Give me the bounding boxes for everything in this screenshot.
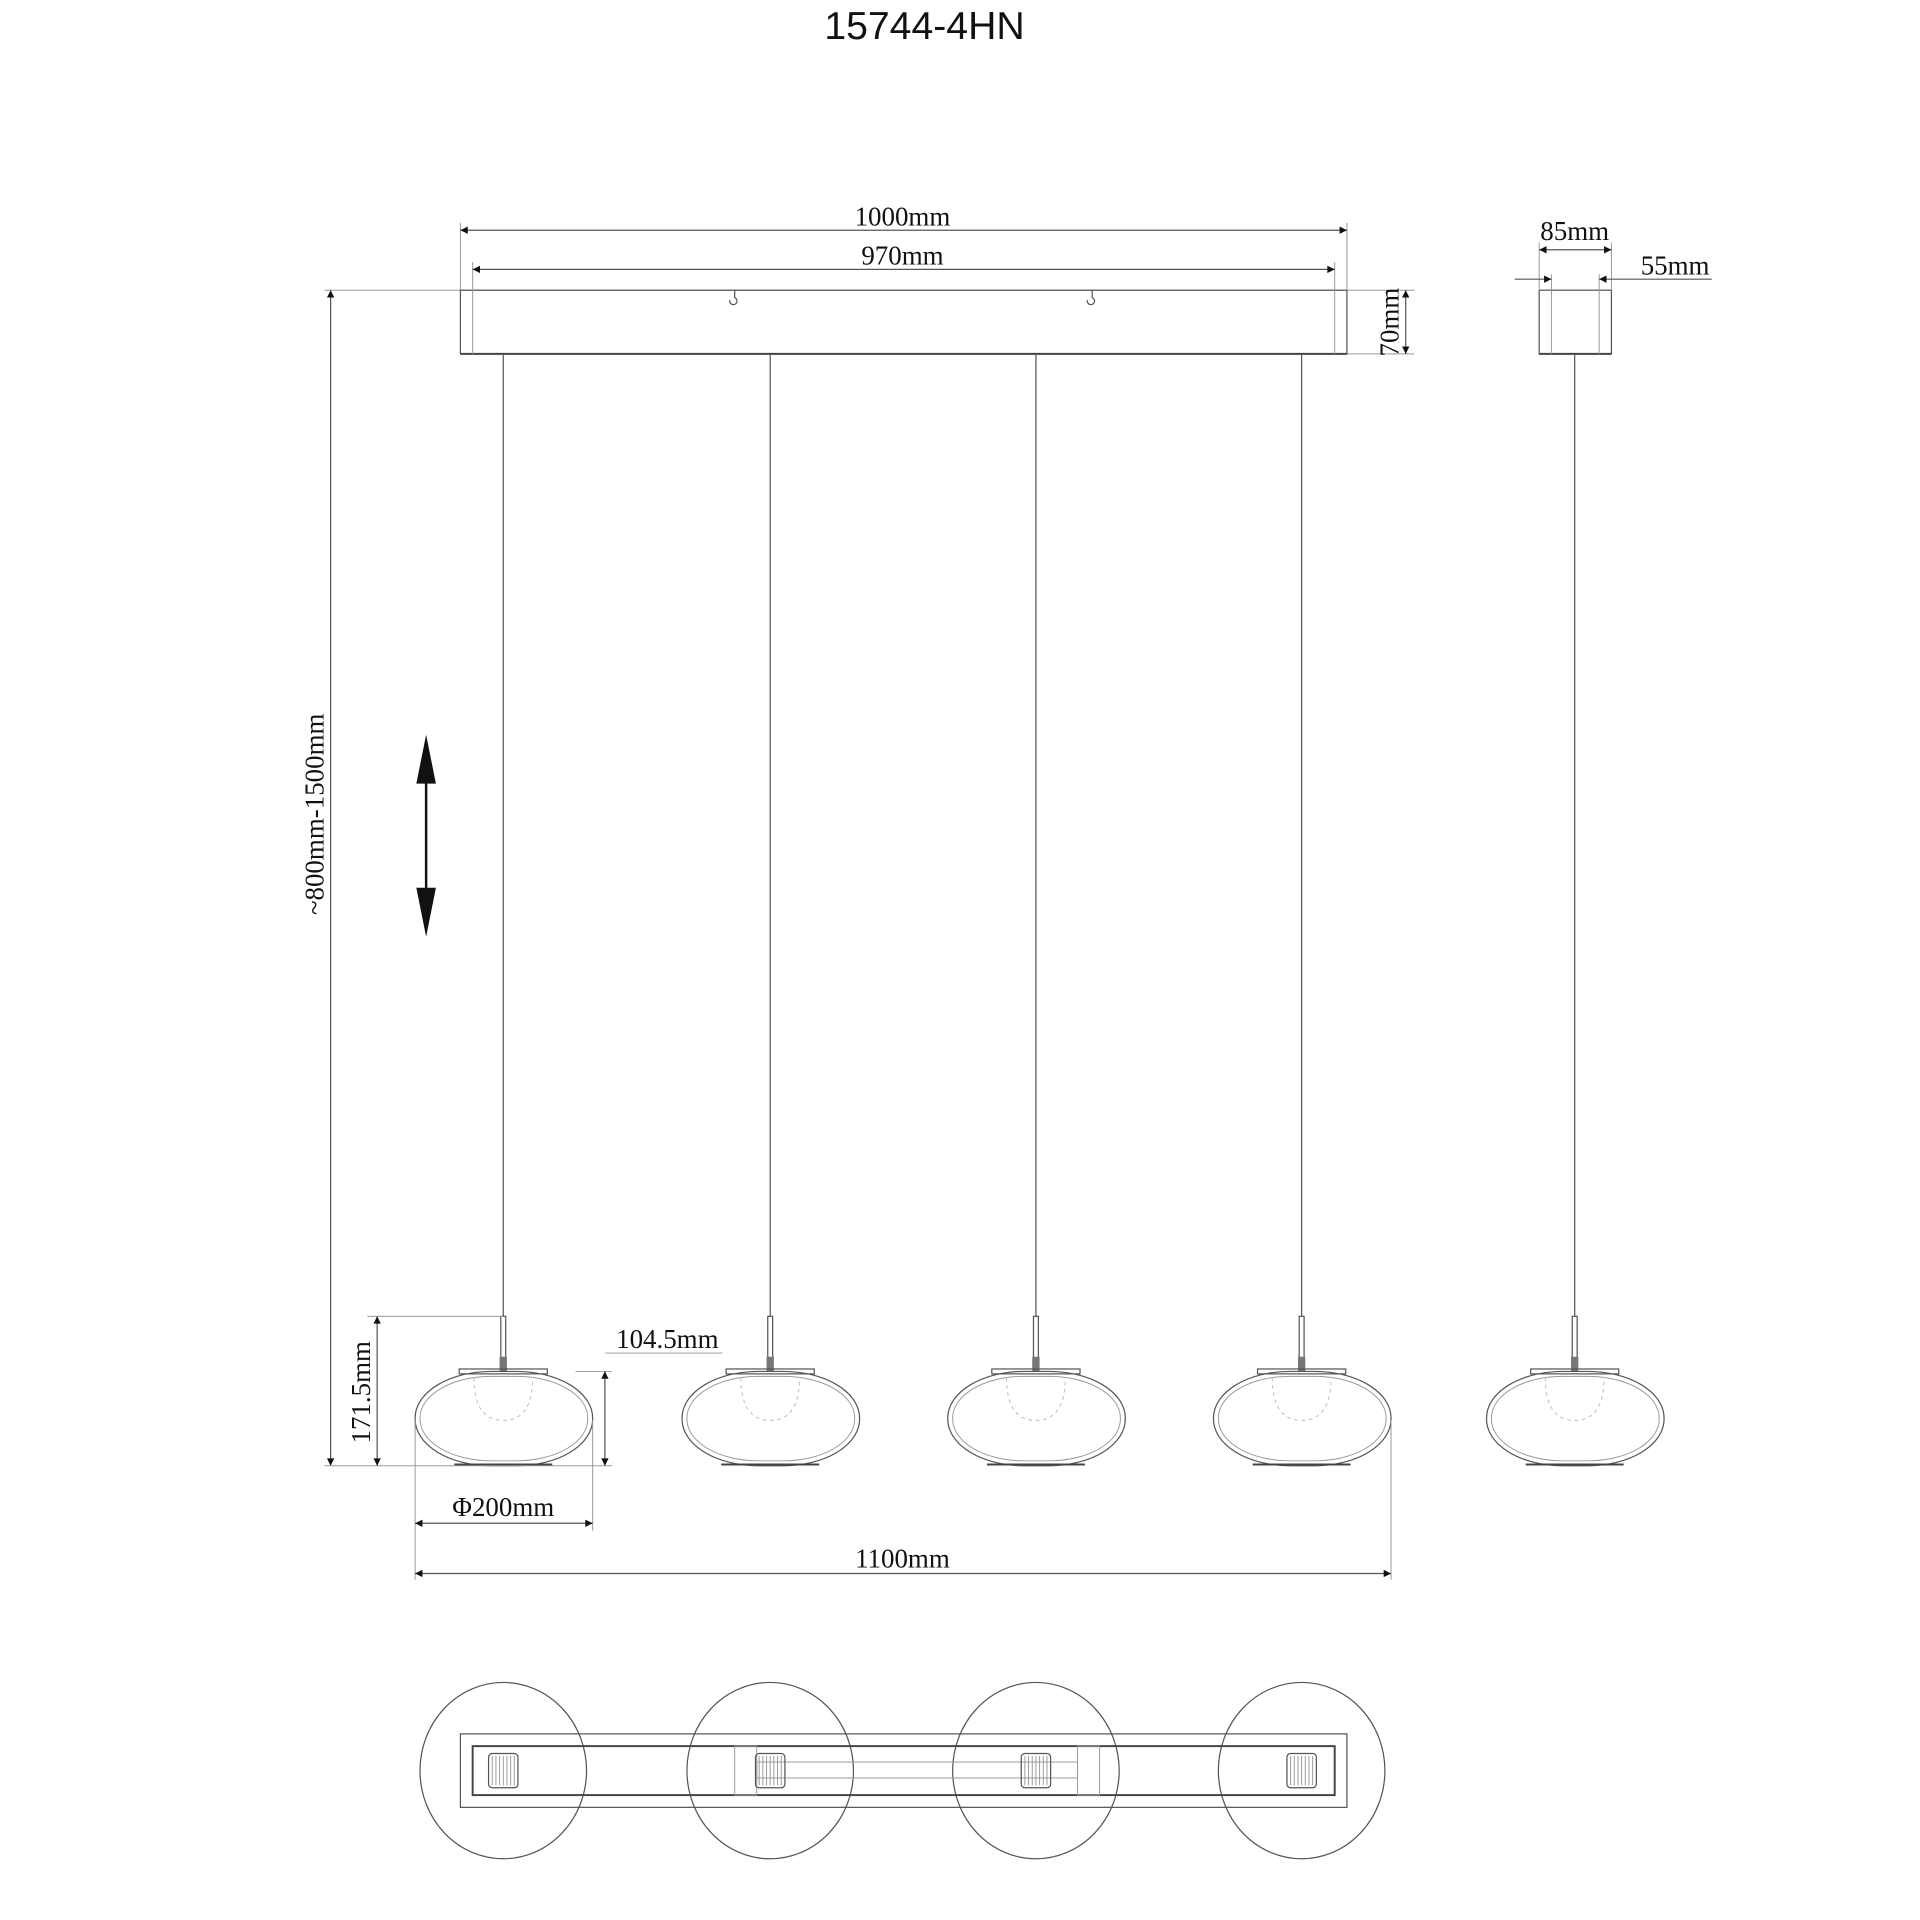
pendant-light [414, 353, 594, 1467]
pendant-light [1485, 353, 1665, 1467]
glass-shade [1212, 1370, 1392, 1467]
dim-shade-height: 104.5mm [575, 1324, 723, 1466]
hook-icon [1086, 290, 1096, 306]
glass-shade [947, 1370, 1126, 1467]
shade-outline-top [686, 1681, 855, 1860]
svg-text:70mm: 70mm [1374, 288, 1404, 357]
shade-outline-top [1217, 1681, 1386, 1860]
shade-outline-top [952, 1681, 1120, 1860]
svg-text:55mm: 55mm [1641, 250, 1710, 280]
svg-text:171.5mm: 171.5mm [346, 1341, 376, 1444]
socket-icon [754, 1752, 786, 1789]
canopy-side-view [1538, 242, 1613, 355]
dim-canopy-width: 85mm [1539, 216, 1612, 254]
top-view [419, 1681, 1386, 1860]
hook-icon [729, 290, 738, 306]
socket-icon [1286, 1752, 1317, 1789]
dim-canopy-inner-width: 55mm [1514, 250, 1712, 283]
pendant-light [681, 353, 861, 1467]
glass-shade [1485, 1370, 1665, 1467]
svg-text:970mm: 970mm [861, 240, 943, 270]
shade-outline-top [419, 1681, 588, 1860]
dim-canopy-height: 70mm [1346, 288, 1415, 357]
svg-text:Φ200mm: Φ200mm [452, 1492, 554, 1522]
svg-text:85mm: 85mm [1540, 216, 1609, 246]
dim-shade-diameter: Φ200mm [414, 1420, 594, 1580]
dim-canopy-length: 1000mm [460, 201, 1347, 234]
dim-shade-total-height: 171.5mm [324, 1315, 613, 1467]
pendant-light [947, 353, 1126, 1467]
svg-text:104.5mm: 104.5mm [616, 1324, 719, 1354]
adjustable-height-arrow-icon [416, 734, 436, 937]
glass-shade [681, 1370, 861, 1467]
svg-text:1100mm: 1100mm [855, 1543, 950, 1573]
glass-shade [414, 1370, 594, 1467]
dim-total-span: 1100mm [415, 1420, 1392, 1580]
socket-icon [1020, 1752, 1052, 1789]
product-code-title: 15744-4HN [824, 5, 1024, 48]
socket-icon [487, 1752, 519, 1789]
pendant-group [414, 353, 1665, 1467]
canopy-front-view [324, 222, 1415, 355]
svg-text:~800mm-1500mm: ~800mm-1500mm [299, 713, 329, 915]
dim-canopy-inner-length: 970mm [472, 240, 1335, 274]
pendant-light [1212, 353, 1392, 1467]
svg-text:1000mm: 1000mm [855, 201, 951, 231]
dim-drop-height: ~800mm-1500mm [299, 290, 335, 1466]
